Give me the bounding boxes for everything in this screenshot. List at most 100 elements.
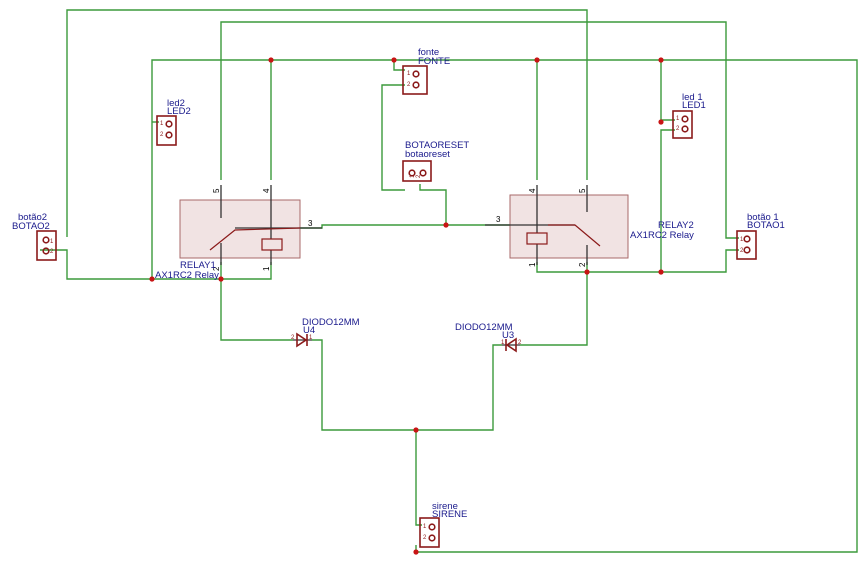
junction [658,119,664,125]
pin-number: 1 [410,174,416,178]
relay1-name: RELAY1 [180,260,216,271]
relay2-body [509,194,629,259]
pin-circle [743,246,751,254]
pin-circle [428,534,436,542]
botaoreset-body [402,160,432,182]
wire-botao2-top [66,9,588,237]
relay2[interactable]: 4 5 3 1 2 RELAY2 AX1RC2 Relay [485,185,694,267]
connector-botao2[interactable]: 1 2 botão2 BOTAO2 [12,212,57,261]
botao1-body [736,230,757,260]
connector-led2[interactable]: 1 2 led2 LED2 [156,98,191,146]
wire-relay1-pin2 [220,262,293,341]
wire-relay1-pin5 [220,21,739,239]
u3-triangle [505,337,517,353]
junction [443,222,449,228]
wire-sirene-pin1 [415,430,422,526]
relay1-pin-label: 4 [262,188,271,193]
junction [391,57,397,63]
relay2-pin-label: 4 [528,188,537,193]
botao2-value: BOTAO2 [12,221,50,232]
wire-botao2-pin2 [40,249,272,280]
connector-sirene[interactable]: 1 2 sirene SIRENE [419,501,467,548]
pin-number: 2 [676,126,680,132]
u3-pin: 1 [501,340,505,346]
pin-circle [42,236,50,244]
relay2-coil [526,232,548,245]
relay1[interactable]: 5 4 3 2 1 RELAY1 AX1RC2 Relay [155,185,322,281]
pin-circle [681,125,689,133]
relay1-pin-label: 2 [212,266,221,271]
wire-fonte-pin1 [393,60,405,71]
wire-u4-out [312,339,502,431]
relay1-value: AX1RC2 Relay [155,270,219,281]
junction [149,276,155,282]
connector-fonte[interactable]: 1 2 fonte FONTE [402,47,450,95]
sirene-name: sirene [432,501,458,512]
fonte-body [402,65,428,95]
pin-circle [681,115,689,123]
wires [40,9,858,553]
diode-u4[interactable]: 2 1 DIODO12MM U4 [291,317,360,348]
wire-relay2-pin2 [520,262,588,346]
u4-name: U4 [303,325,315,336]
pin-number: 1 [676,116,680,122]
relay2-value: AX1RC2 Relay [630,230,694,241]
pin-circle [42,247,50,255]
wire-led1-pin2 [660,129,675,272]
relay2-pin-label: 1 [528,262,537,267]
pin-number: 2 [50,249,54,255]
botao1-value: BOTAO1 [747,220,785,231]
pin-circle [408,169,416,177]
pin-number: 1 [407,71,411,77]
botao2-body [36,230,57,261]
pin-circle [412,81,420,89]
diode-u3[interactable]: 1 2 DIODO12MM U3 [455,322,522,353]
connector-led1[interactable]: 1 2 led 1 LED1 [672,92,706,139]
u3-pin: 2 [518,340,522,346]
pin-number: 2 [416,174,422,178]
relay1-coil [261,238,283,251]
wire-top-rail [151,59,858,553]
pin-circle [428,523,436,531]
pin-number: 1 [160,121,164,127]
relay2-pin-label: 3 [496,215,501,224]
junction [218,276,224,282]
pin-circle [412,70,420,78]
wire-fonte-pin2 [381,84,405,191]
u3-value: DIODO12MM [455,322,513,333]
wire-botaoreset-pin2 [419,184,447,225]
relay2-pin-label: 5 [578,188,587,193]
pin-number: 2 [423,535,427,541]
pin-circle [419,169,427,177]
wire-relay2-pin1 [536,249,739,273]
relay2-switch-arm [548,224,601,247]
pin-circle [743,235,751,243]
botao1-name: botão 1 [747,212,779,223]
u4-pin: 1 [309,335,313,341]
pin-number: 2 [740,248,744,254]
junction [584,269,590,275]
pin-number: 2 [407,82,411,88]
junction [413,549,419,555]
relay1-pin-label: 1 [262,266,271,271]
pin-number: 1 [50,239,54,245]
u3-name: U3 [502,330,514,341]
led2-name: led2 [167,98,185,109]
led2-value: LED2 [167,106,191,117]
botaoreset-value: botaoreset [405,149,450,160]
pin-number: 1 [423,524,427,530]
pin-number: 1 [740,237,744,243]
junction [658,57,664,63]
led1-value: LED1 [682,100,706,111]
junction [658,269,664,275]
junctions [149,57,664,555]
connector-botao1[interactable]: 1 2 botão 1 BOTAO1 [736,212,785,260]
connector-botaoreset[interactable]: 1 2 BOTAORESET botaoreset [402,140,469,182]
pin-circle [165,131,173,139]
fonte-value: FONTE [418,56,450,67]
pin-number: 2 [160,132,164,138]
led1-name: led 1 [682,92,703,103]
fonte-name: fonte [418,47,439,58]
sirene-value: SIRENE [432,509,467,520]
junction [268,57,274,63]
